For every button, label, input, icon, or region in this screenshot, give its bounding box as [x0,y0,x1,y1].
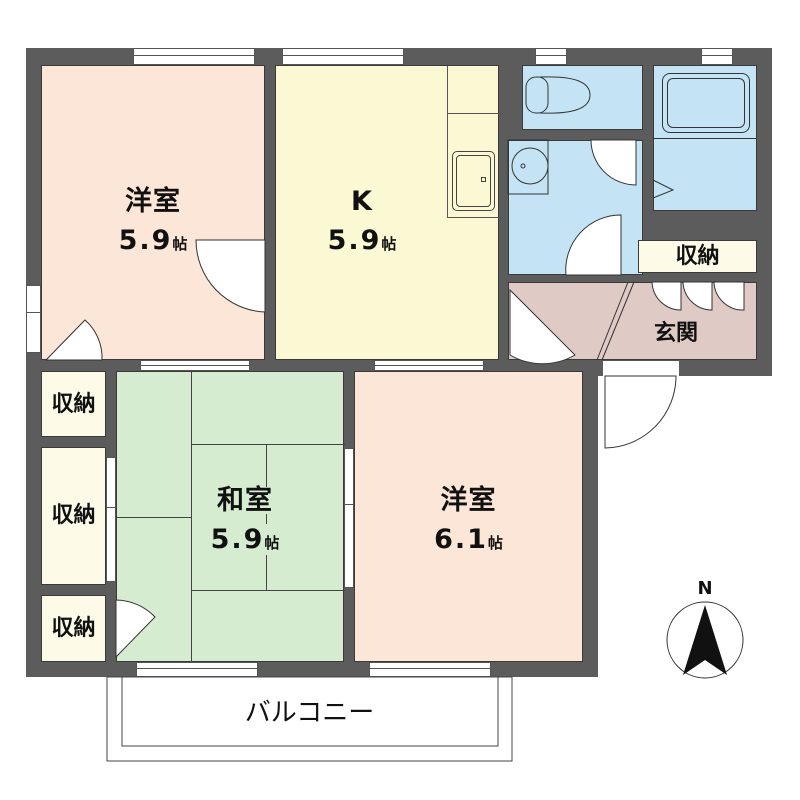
window [535,48,567,65]
storage-label: 収納 [51,392,96,417]
window [282,48,404,65]
tatami-line [117,517,191,518]
toilet-icon [525,76,591,114]
washbasin-icon [507,139,549,195]
bathtub-icon [662,73,750,133]
room-size: 5.9 [210,524,265,555]
room-name: K [351,186,373,217]
storage-entrance: 収納 [638,240,757,273]
room-size: 5.9 [118,225,173,256]
room-western-2: 洋室 6.1帖 [354,371,583,662]
compass-north-label: N [697,578,713,599]
room-unit: 帖 [381,235,397,253]
compass-icon [666,601,744,679]
storage-left-1: 収納 [41,371,106,437]
tatami-line [191,590,345,591]
room-name: 和室 [213,487,277,514]
tatami-line [191,372,192,663]
window [133,48,255,65]
tatami-line [266,444,267,590]
room-japanese: 和室 5.9帖 [116,371,345,663]
window [106,457,116,582]
room-western-1: 洋室 5.9帖 [41,65,265,360]
window [26,285,41,353]
sink-icon [452,151,495,211]
room-unit: 帖 [172,235,188,253]
balcony-railing [106,676,513,762]
room-size: 5.9 [327,225,382,256]
storage-label: 収納 [51,616,96,641]
kitchen-counter [447,66,499,218]
room-toilet [522,65,643,130]
window [344,448,354,588]
room-bath [653,65,757,211]
kitchen-counter-divider [447,113,499,114]
storage-label: 収納 [51,503,96,528]
entrance-door-opening [603,360,679,376]
room-kitchen: K 5.9帖 [275,65,499,360]
room-unit: 帖 [264,534,280,552]
room-unit: 帖 [487,534,503,552]
balcony-label: バルコニー [244,698,375,728]
room-name: 玄関 [654,321,699,346]
storage-label: 収納 [675,244,720,269]
storage-left-2: 収納 [41,447,106,585]
room-size: 6.1 [434,524,488,555]
tatami-line [191,444,345,445]
room-name: 洋室 [125,186,181,217]
window [701,48,733,65]
storage-left-3: 収納 [41,595,106,662]
window [374,360,484,371]
window [140,360,250,371]
room-name: 洋室 [440,485,497,516]
